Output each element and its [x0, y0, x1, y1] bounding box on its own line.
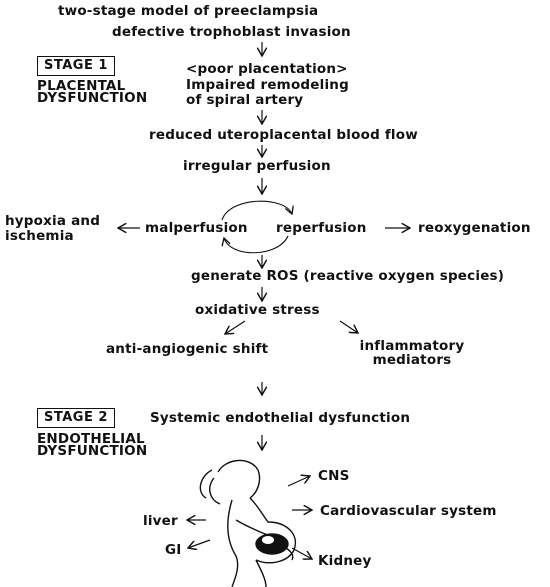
- node-hypoxia-line1: hypoxia and: [5, 213, 101, 229]
- node-inflammatory-line2: mediators: [372, 352, 452, 368]
- diagram-title: two-stage model of preeclampsia: [58, 3, 319, 19]
- stage1-box: STAGE 1: [37, 56, 115, 76]
- organ-cns: CNS: [318, 468, 350, 484]
- organ-cardiovascular: Cardiovascular system: [320, 503, 497, 519]
- organ-liver: liver: [143, 513, 178, 529]
- stage2-name-line1: ENDOTHELIAL: [37, 431, 145, 447]
- node-irregular-perfusion: irregular perfusion: [183, 158, 331, 174]
- organ-gi: GI: [165, 542, 182, 558]
- arrow-oxidative-to-inflammatory: [339, 320, 358, 333]
- arrow-to-cns: [287, 476, 310, 487]
- node-inflammatory-line1: inflammatory: [359, 338, 465, 354]
- node-oxidative-stress: oxidative stress: [195, 302, 320, 318]
- perfusion-cycle-icon: [222, 200, 292, 254]
- node-generate-ros: generate ROS (reactive oxygen species): [191, 268, 505, 284]
- node-hypoxia-line2: ischemia: [5, 228, 74, 244]
- node-reperfusion: reperfusion: [276, 220, 367, 236]
- node-impaired-line2: of spiral artery: [186, 92, 304, 108]
- arrow-to-gi: [188, 539, 211, 548]
- arrow-to-kidney: [291, 547, 312, 559]
- stage2-name-line2: DYSFUNCTION: [37, 443, 148, 459]
- node-reoxygenation: reoxygenation: [418, 220, 531, 236]
- node-malperfusion: malperfusion: [145, 220, 248, 236]
- node-reduced-flow: reduced uteroplacental blood flow: [149, 127, 418, 143]
- arrow-oxidative-to-antiangiogenic: [225, 320, 246, 334]
- node-anti-angiogenic: anti-angiogenic shift: [106, 341, 269, 357]
- node-systemic-dysfunction: Systemic endothelial dysfunction: [150, 410, 411, 426]
- stage2-box: STAGE 2: [37, 408, 115, 428]
- organ-kidney: Kidney: [318, 553, 372, 569]
- stage1-name-line1: PLACENTAL: [37, 78, 126, 94]
- stage1-name-line2: DYSFUNCTION: [37, 90, 148, 106]
- node-defective-invasion: defective trophoblast invasion: [112, 24, 351, 40]
- pregnant-woman-icon: [199, 459, 297, 587]
- node-impaired-line1: Impaired remodeling: [186, 77, 349, 93]
- node-poor-placentation: <poor placentation>: [186, 61, 348, 77]
